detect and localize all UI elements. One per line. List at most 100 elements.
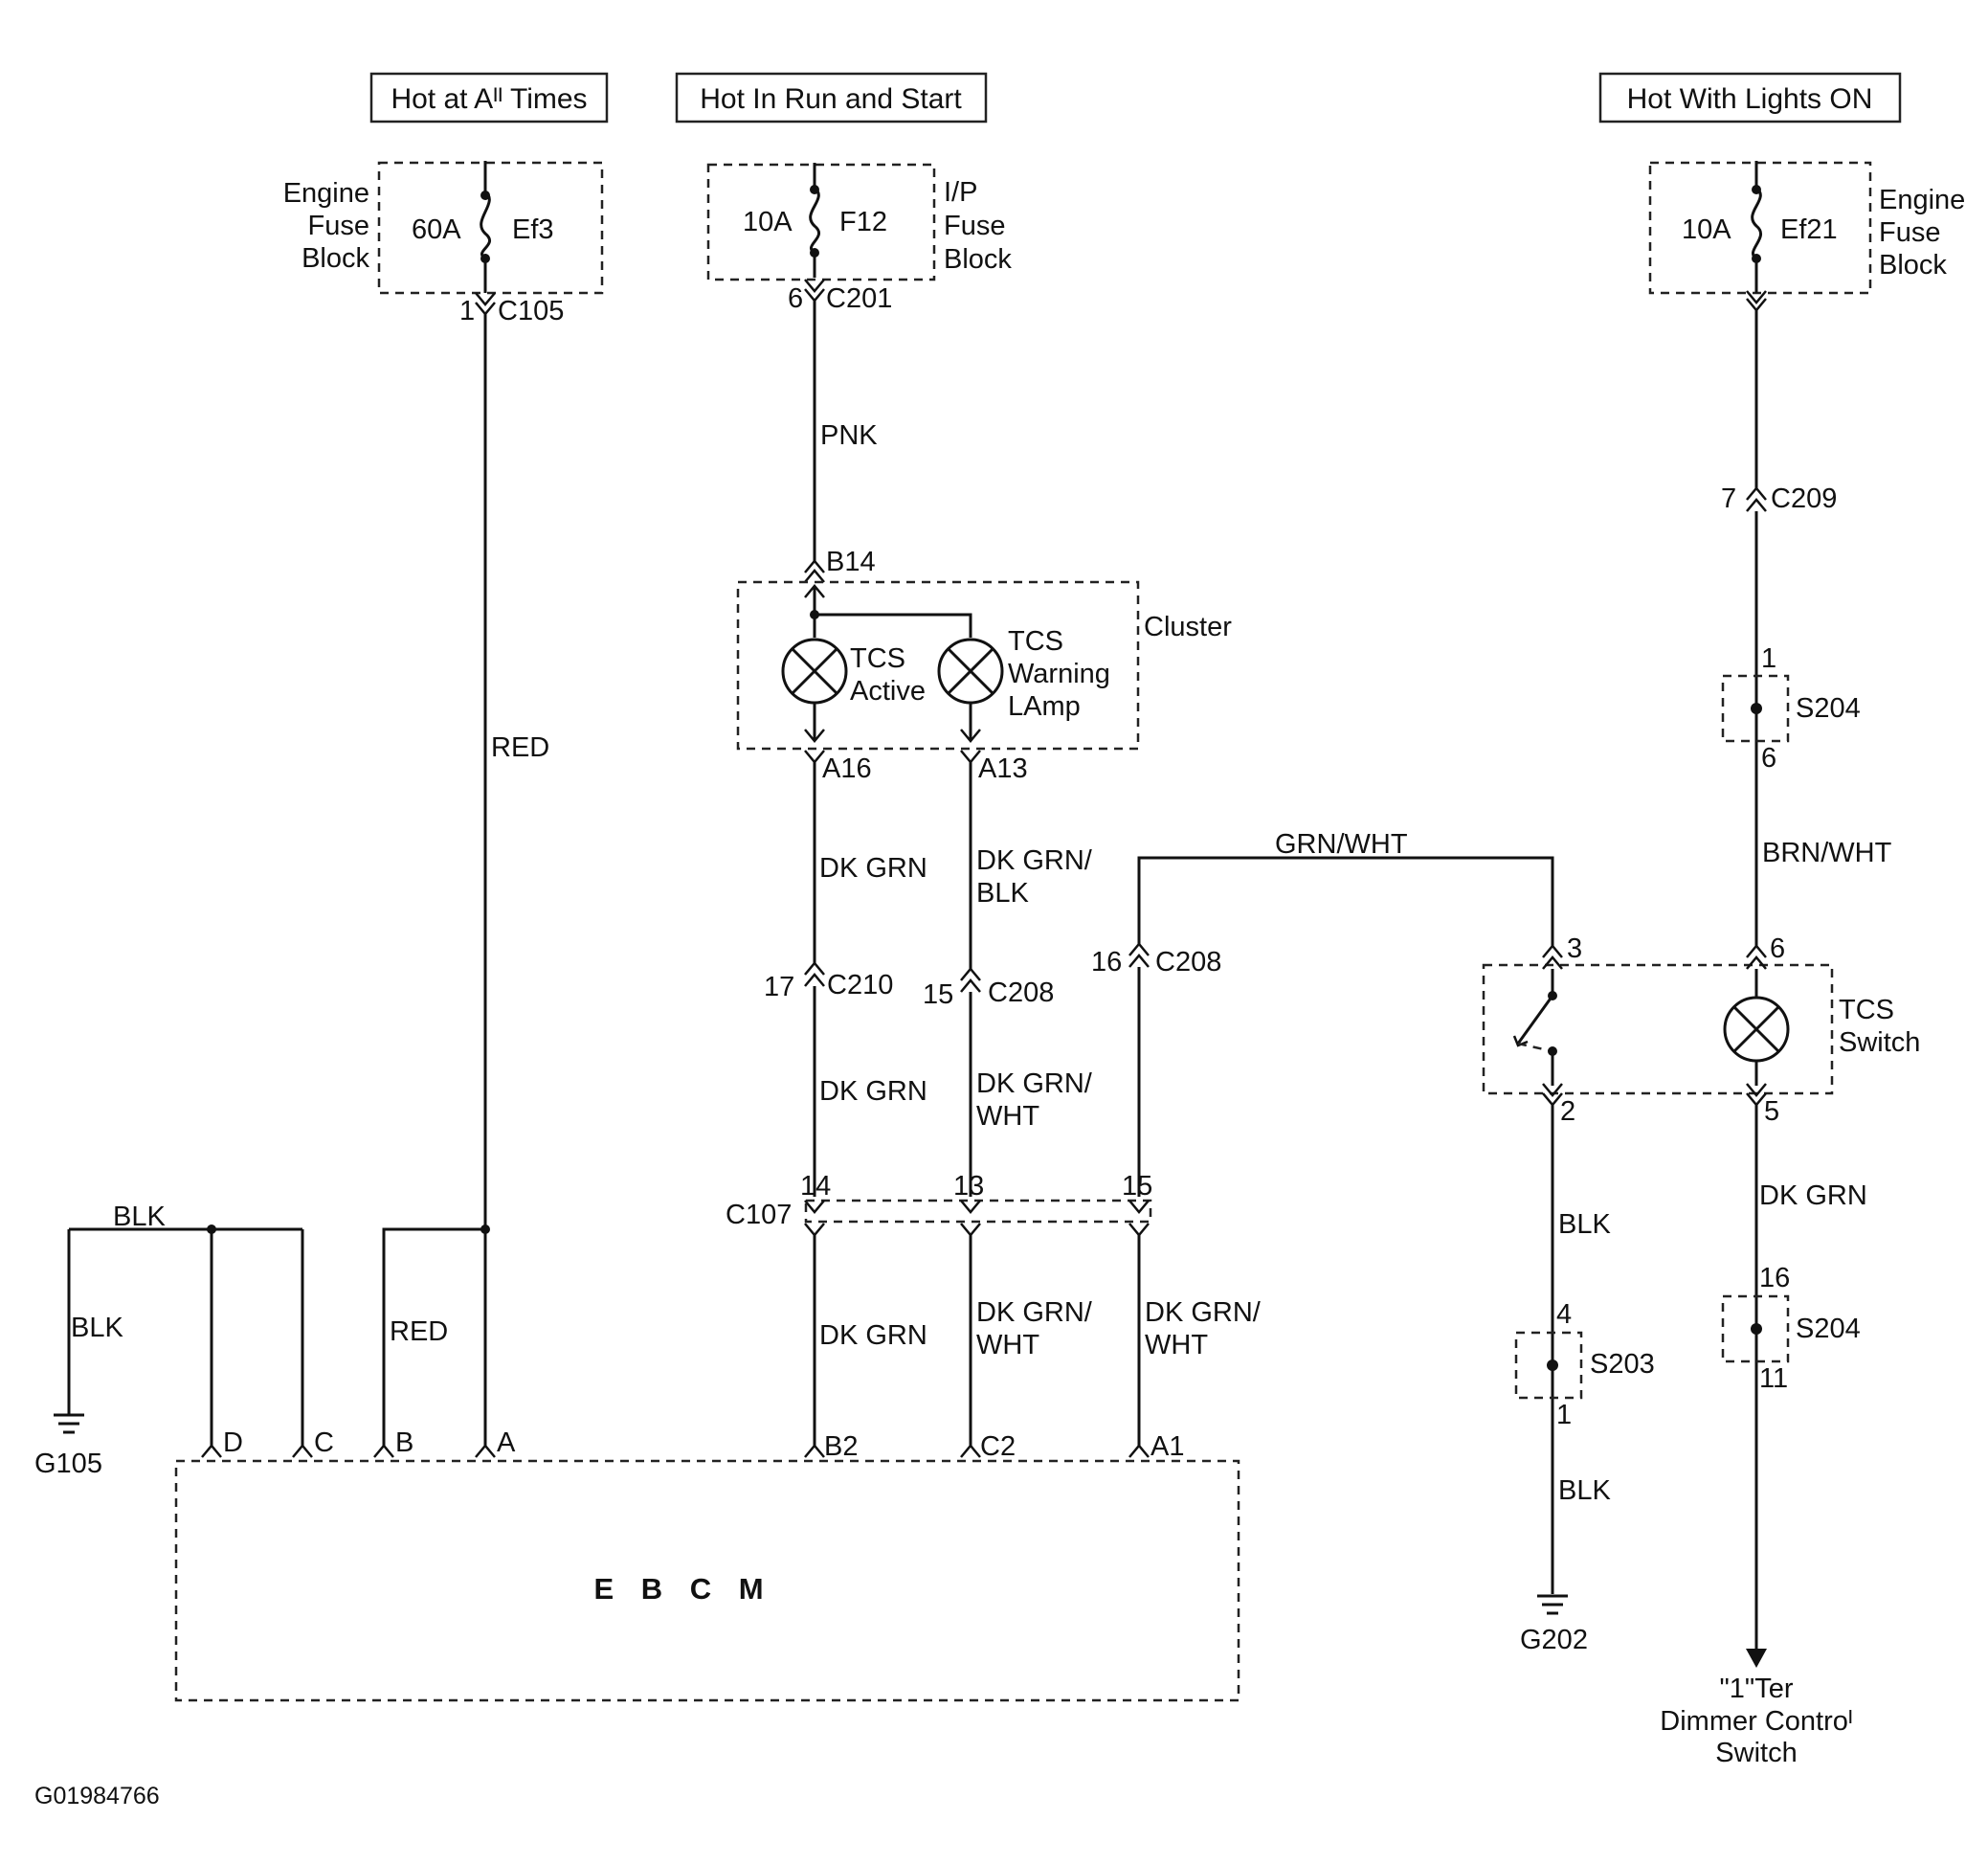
- power-source-hot-in-run-and-start: Hot In Run and Start: [675, 72, 988, 124]
- connector-id: C201: [826, 283, 892, 314]
- ebcm-pin: B2: [824, 1431, 858, 1462]
- splice-pin: 6: [1761, 743, 1776, 774]
- connector-id: C105: [498, 296, 564, 326]
- power-source-hot-with-lights-on: Hot With Lights ON: [1598, 72, 1902, 124]
- connector-pin: B14: [826, 547, 876, 577]
- lamp-label: Active: [850, 676, 926, 707]
- fuse-block-left: Engine Fuse Block 60A Ef3 1 C105: [283, 161, 604, 326]
- cluster-label: Cluster: [1144, 612, 1232, 642]
- fuse-icon: [809, 186, 820, 255]
- splice-s203: 4 S203 1: [1514, 1299, 1655, 1430]
- connector-icon: [960, 750, 981, 764]
- figure-id: G01984766: [34, 1783, 160, 1809]
- splice-name: S203: [1590, 1349, 1655, 1380]
- connector-icon: [804, 961, 825, 987]
- circuit-blk-switch-ground: BLK 4 S203 1 BLK G202: [1514, 1105, 1655, 1655]
- destination-label: "1"Ter: [1719, 1674, 1793, 1704]
- connector-pin: 6: [788, 283, 803, 314]
- splice-pin: 16: [1759, 1263, 1790, 1293]
- power-source-label: Hot In Run and Start: [700, 83, 962, 115]
- fuse-block-middle: 10A F12 I/P Fuse Block 6 C201: [706, 163, 1012, 314]
- wire-color-label: DK GRN/: [1145, 1297, 1262, 1328]
- connector-icon: [804, 750, 825, 764]
- connector-id: C208: [1155, 947, 1221, 977]
- connector-pin: 17: [764, 972, 794, 1002]
- fuse-icon: [480, 190, 491, 260]
- lamp-label: TCS: [850, 643, 905, 674]
- wire-color-label: DK GRN/: [976, 1297, 1093, 1328]
- connector-pin: 15: [1122, 1171, 1152, 1202]
- destination-label: Switch: [1715, 1738, 1797, 1768]
- fuse-block-label-2: Fuse: [944, 211, 1005, 241]
- ebcm-label: E B C M: [593, 1572, 772, 1606]
- wire-color-label: DK GRN: [819, 1076, 927, 1107]
- arrow-down-icon: [1746, 1649, 1767, 1668]
- connector-icon: [1746, 486, 1767, 512]
- fuse-name: F12: [839, 207, 887, 237]
- power-source-label: Hot With Lights ON: [1627, 83, 1873, 115]
- connector-pin: 1: [459, 296, 475, 326]
- tcs-switch-indicator-lamp-icon: [1723, 969, 1790, 1086]
- circuit-pnk-cluster-feed: PNK B14: [804, 301, 878, 583]
- splice-s204-bottom: 16 S204 11: [1721, 1263, 1861, 1394]
- splice-pin: 11: [1759, 1363, 1788, 1394]
- fuse-block-label-2: Fuse: [308, 211, 369, 241]
- wire-color-label: DK GRN/: [976, 1068, 1093, 1099]
- connector-pin: A16: [822, 753, 872, 784]
- fuse-block-label-3: Block: [302, 243, 369, 274]
- connector-pin: 3: [1567, 933, 1582, 964]
- fuse-rating: 10A: [743, 207, 793, 237]
- fuse-name: Ef21: [1780, 214, 1838, 245]
- circuit-dk-grn-blk-tcs-warning: DK GRN/ BLK 15 C208 DK GRN/ WHT: [923, 762, 1093, 1197]
- instrument-cluster: Cluster TCS Active TCS Warning LAmp: [736, 580, 1232, 751]
- wire-color-label: BLK: [1558, 1209, 1611, 1240]
- lamp-label: TCS: [1008, 626, 1063, 657]
- tcs-switch-label: TCS: [1839, 995, 1894, 1025]
- wire-color-label: BRN/WHT: [1762, 838, 1892, 868]
- fuse-rating: 60A: [412, 214, 461, 245]
- fuse-icon: [1751, 186, 1763, 260]
- connector-icon: [960, 967, 981, 993]
- wire-color-label: RED: [491, 732, 549, 763]
- tcs-switch: TCS Switch 3 6 2 5: [1482, 933, 1920, 1127]
- connector-pin: 13: [953, 1171, 984, 1202]
- connector-id: C208: [988, 977, 1054, 1008]
- splice-pin: 4: [1556, 1299, 1572, 1330]
- destination-label: Dimmer Controᴵ: [1660, 1706, 1852, 1737]
- connector-icon: [475, 292, 496, 316]
- circuit-dk-grn-tcs-active: DK GRN 17 C210 DK GRN: [764, 762, 927, 1197]
- circuit-grn-wht-tcs-switch: GRN/WHT 16 C208: [1091, 829, 1554, 1197]
- wire-color-label: RED: [390, 1316, 448, 1347]
- connector-icon: [1128, 942, 1150, 968]
- splice-pin: 1: [1556, 1400, 1572, 1430]
- connector-pin: 14: [800, 1171, 831, 1202]
- ebcm-pin: B: [395, 1427, 413, 1458]
- wire-color-label: GRN/WHT: [1275, 829, 1408, 860]
- fuse-block-label-1: I/P: [944, 177, 977, 208]
- ebcm-pin: A: [497, 1427, 516, 1458]
- fuse-block-label-1: Engine: [1879, 185, 1965, 215]
- wire-color-label: DK GRN: [1759, 1180, 1867, 1211]
- connector-id: C107: [726, 1200, 792, 1230]
- ebcm-pin: D: [223, 1427, 243, 1458]
- ground-icon: [54, 1413, 84, 1434]
- wire-color-label: PNK: [820, 420, 878, 451]
- connector-pin: 2: [1560, 1096, 1575, 1127]
- connector-icon: [1542, 944, 1563, 970]
- connector-icon: [804, 559, 825, 583]
- ebcm-pin: C2: [980, 1431, 1016, 1462]
- fuse-block-right: 10A Ef21 Engine Fuse Block: [1648, 161, 1965, 312]
- connector-pin: 5: [1764, 1096, 1779, 1127]
- switch-contact-icon: [1512, 969, 1557, 1086]
- connector-pin: 16: [1091, 947, 1122, 977]
- splice-name: S204: [1796, 1314, 1861, 1344]
- splice-name: S204: [1796, 693, 1861, 724]
- tcs-switch-label: Switch: [1839, 1027, 1920, 1058]
- wire-color-label: DK GRN/: [976, 845, 1093, 876]
- tcs-warning-lamp-icon: [937, 638, 1004, 705]
- power-source-label: Hot at Aᴵᴵ Times: [391, 83, 587, 115]
- fuse-block-label-2: Fuse: [1879, 217, 1940, 248]
- wire-color-label: BLK: [1558, 1475, 1611, 1506]
- wire-color-label: WHT: [976, 1101, 1039, 1132]
